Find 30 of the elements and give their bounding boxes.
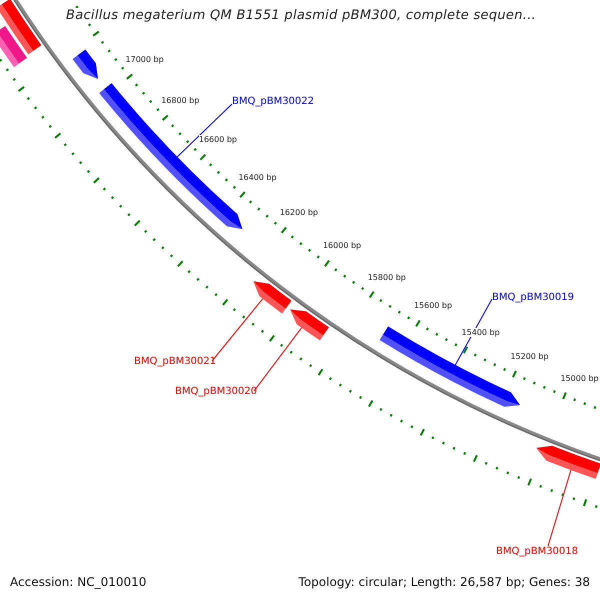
- title: Bacillus megaterium QM B1551 plasmid pBM300, complete sequen...: [66, 8, 536, 23]
- scale-label: 15400 bp: [462, 328, 500, 337]
- gene-label: BMQ_pBM30018: [496, 546, 578, 557]
- scale-label: 16400 bp: [238, 172, 277, 182]
- gene-label: BMQ_pBM30021: [134, 356, 216, 367]
- gene-feature: [0, 0, 42, 54]
- leader-line: [176, 104, 232, 158]
- gene-label: BMQ_pBM30019: [492, 292, 574, 303]
- scale-label: 15800 bp: [368, 272, 406, 282]
- gene-feature: [290, 309, 329, 340]
- scale-label: 15200 bp: [510, 352, 549, 362]
- gene-feature: [253, 281, 292, 314]
- gene-label: BMQ_pBM30022: [232, 96, 314, 107]
- gene-feature: [536, 446, 600, 479]
- scale-label: 16000 bp: [322, 241, 362, 250]
- leader-line: [548, 470, 572, 546]
- scale-label: 17000 bp: [126, 54, 164, 64]
- scale-label: 15600 bp: [414, 301, 452, 310]
- leader-line: [454, 298, 492, 366]
- gene-feature: [0, 26, 27, 68]
- gene-feature: [72, 50, 98, 79]
- accession-text: Accession: NC_010010: [10, 575, 146, 589]
- gene-label: BMQ_pBM30020: [175, 386, 258, 397]
- leader-line: [212, 298, 264, 362]
- scale-label: 16600 bp: [198, 135, 238, 144]
- summary-text: Topology: circular; Length: 26,587 bp; Genes: 38: [298, 575, 590, 589]
- scale-label: 16200 bp: [280, 208, 318, 218]
- scale-label: 16800 bp: [161, 96, 200, 105]
- leader-line: [254, 327, 302, 392]
- scale-label: 15000 bp: [560, 374, 599, 383]
